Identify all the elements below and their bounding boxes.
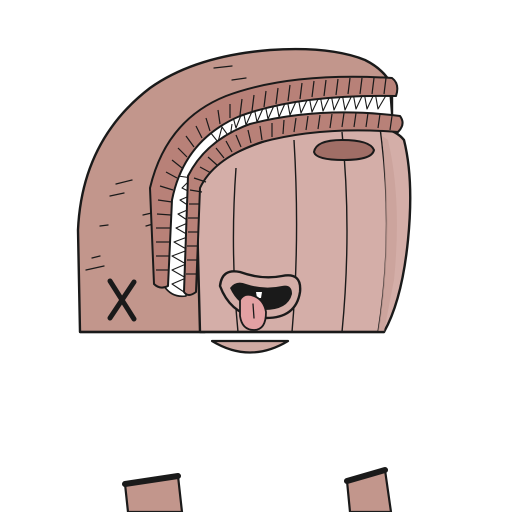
ridge-segments: [156, 77, 393, 275]
x-mark: [107, 278, 137, 322]
ridge-tube-upper: [149, 75, 399, 289]
ridge-tube-lower: [183, 111, 404, 296]
mouth: [218, 270, 302, 331]
eyebrow: [313, 139, 375, 161]
chin: [210, 339, 290, 354]
tooth: [256, 292, 262, 298]
legs: [122, 467, 393, 512]
